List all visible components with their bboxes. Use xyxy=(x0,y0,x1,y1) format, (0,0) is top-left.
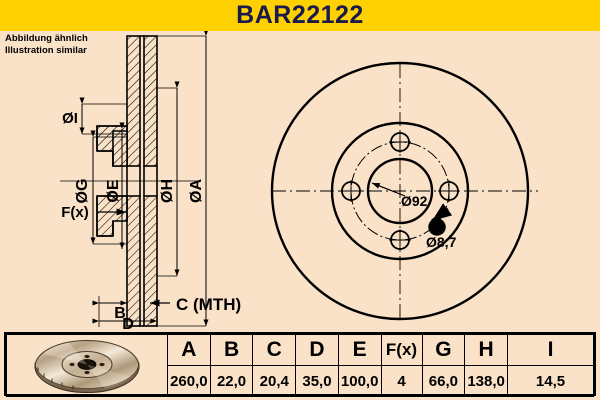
dimension-label-I: ØI xyxy=(62,110,78,127)
table-header-Fx: F(x) xyxy=(380,334,423,366)
table-value-I: 14,5 xyxy=(507,365,594,397)
technical-drawing: ØI ØG ØE xyxy=(0,31,600,331)
centre-bore-circle xyxy=(366,157,434,225)
dimension-E: ØE xyxy=(105,122,125,249)
table-value-Fx: 4 xyxy=(380,365,423,397)
bolt-hole-marker xyxy=(428,218,446,236)
centre-lines xyxy=(272,64,538,320)
dimension-D: D xyxy=(92,296,158,331)
dimension-label-H: ØH xyxy=(159,179,176,203)
dimension-label-C: C (MTH) xyxy=(176,295,241,314)
dimension-H: ØH xyxy=(157,81,180,277)
face-view: Ø92 Ø8,7 xyxy=(270,61,538,321)
table-row-values: 260,0 22,0 20,4 35,0 100,0 4 66,0 138,0 … xyxy=(7,365,594,397)
table-value-G: 66,0 xyxy=(421,365,466,397)
dimension-C: C (MTH) xyxy=(150,295,241,314)
table-value-E: 100,0 xyxy=(337,365,382,397)
dimension-Fx: F(x) xyxy=(61,204,126,221)
cross-section-view: ØI ØG ØE xyxy=(60,31,241,331)
bolt-holes xyxy=(340,131,460,251)
dimension-label-D: D xyxy=(122,316,134,331)
table-header-E: E xyxy=(337,334,382,366)
table-value-C: 20,4 xyxy=(252,365,297,397)
table-header-G: G xyxy=(421,334,466,366)
table-header-I: I xyxy=(507,334,594,366)
table-header-H: H xyxy=(464,334,508,366)
dimension-I: ØI xyxy=(62,97,127,135)
bolt-hole xyxy=(389,131,411,153)
dimension-label-B: B xyxy=(114,305,126,322)
bolt-hole xyxy=(438,180,460,202)
spec-table: A B C D E F(x) G H I 260,0 22,0 20,4 35,… xyxy=(4,332,596,397)
table-value-B: 22,0 xyxy=(209,365,254,397)
dimension-A: ØA xyxy=(157,31,209,327)
illustration-similar-note: Abbildung ähnlich Illustration similar xyxy=(5,33,88,56)
centre-bore-callout: Ø92 xyxy=(371,182,428,209)
table-header-D: D xyxy=(295,334,339,366)
table-value-A: 260,0 xyxy=(167,365,211,397)
hub-circle xyxy=(330,121,470,261)
bolt-hole xyxy=(389,229,411,251)
table-value-H: 138,0 xyxy=(464,365,508,397)
header-band xyxy=(0,0,600,31)
friction-ring-lower xyxy=(126,195,158,327)
bolt-hole-label: Ø8,7 xyxy=(426,234,457,250)
dimension-B: B xyxy=(92,289,128,322)
dimension-label-A: ØA xyxy=(188,179,205,203)
table-header-B: B xyxy=(209,334,254,366)
centre-bore-label: Ø92 xyxy=(401,193,428,209)
dimension-label-G: ØG xyxy=(74,179,91,204)
table-value-D: 35,0 xyxy=(295,365,339,397)
outer-diameter-circle xyxy=(270,61,530,321)
friction-ring-upper xyxy=(126,35,158,167)
disc-thumbnail-cell xyxy=(6,334,168,397)
bolt-hole xyxy=(340,180,362,202)
table-row-headers: A B C D E F(x) G H I xyxy=(6,334,594,397)
table-header-C: C xyxy=(252,334,297,366)
brake-disc-photo xyxy=(34,339,140,394)
dimension-label-E: ØE xyxy=(105,179,122,202)
page-title: BAR22122 xyxy=(236,1,364,29)
dimension-label-Fx: F(x) xyxy=(61,204,89,221)
bolt-hole-callout: Ø8,7 xyxy=(426,203,457,250)
table-header-A: A xyxy=(167,334,211,366)
